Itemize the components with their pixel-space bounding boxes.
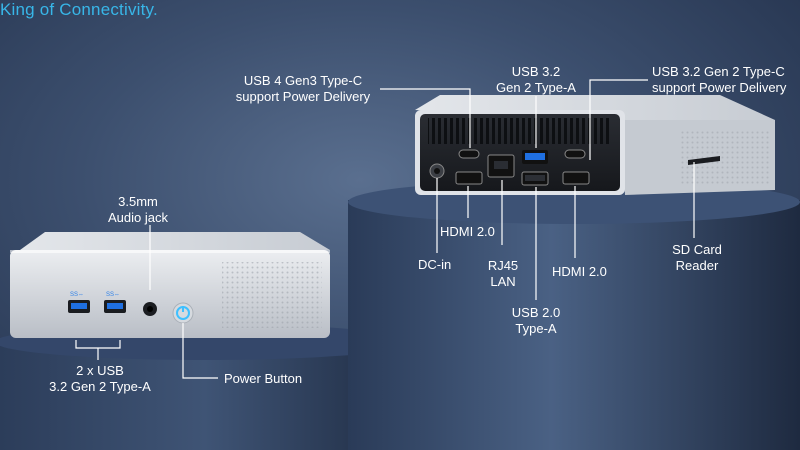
usb-port-icon: SS⇔ bbox=[68, 292, 90, 313]
usb-front-label-line1: 2 x USB bbox=[76, 363, 124, 378]
usb32c-label: USB 3.2 Gen 2 Type-C support Power Deliv… bbox=[652, 64, 800, 96]
usb32a-label: USB 3.2 Gen 2 Type-A bbox=[486, 64, 586, 96]
sd-card-label-line1: SD Card bbox=[672, 242, 722, 257]
headline: King of Connectivity. bbox=[0, 0, 158, 19]
hdmi-right-label: HDMI 2.0 bbox=[552, 264, 607, 279]
audio-jack-label-line2: Audio jack bbox=[108, 210, 168, 225]
usb-c-port-icon bbox=[564, 149, 586, 159]
usb-port-icon bbox=[522, 150, 548, 164]
rj45-port-icon bbox=[487, 154, 515, 178]
usb-port-icon: SS⇔ bbox=[104, 292, 126, 313]
right-pedestal bbox=[348, 180, 800, 450]
callout-lines bbox=[75, 79, 695, 379]
usb4-label-line2: support Power Delivery bbox=[235, 89, 371, 104]
rj45-label: RJ45 LAN bbox=[478, 258, 528, 290]
usb20-label-line2: Type-A bbox=[515, 321, 557, 336]
left-pedestal bbox=[0, 324, 415, 450]
usb32c-label-line1: USB 3.2 Gen 2 Type-C bbox=[652, 64, 785, 79]
svg-text:SS⇔: SS⇔ bbox=[70, 292, 84, 298]
hdmi-left-label: HDMI 2.0 bbox=[440, 224, 495, 239]
usb-front-label: 2 x USB 3.2 Gen 2 Type-A bbox=[30, 363, 170, 395]
usb32a-label-line1: USB 3.2 bbox=[511, 64, 561, 79]
usb4-label: USB 4 Gen3 Type-C support Power Delivery bbox=[226, 73, 380, 105]
power-button-icon bbox=[172, 302, 194, 324]
hdmi-port-icon bbox=[562, 171, 590, 185]
power-button-label: Power Button bbox=[224, 371, 303, 386]
sd-slot-icon bbox=[688, 156, 720, 165]
rj45-label-line2: LAN bbox=[490, 274, 516, 289]
usb20-label-line1: USB 2.0 bbox=[511, 305, 561, 320]
front-mini-pc: SS⇔ SS⇔ bbox=[10, 232, 330, 338]
usb-port-icon bbox=[521, 171, 549, 186]
usb32a-label-line2: Gen 2 Type-A bbox=[496, 80, 576, 95]
audio-jack-label-line1: 3.5mm bbox=[118, 194, 158, 209]
back-mini-pc bbox=[415, 95, 775, 195]
rj45-label-line1: RJ45 bbox=[487, 258, 519, 273]
audio-jack-icon bbox=[143, 302, 157, 316]
audio-jack-label: 3.5mm Audio jack bbox=[98, 194, 178, 226]
sd-card-label-line2: Reader bbox=[675, 258, 719, 273]
dc-in-label: DC-in bbox=[418, 257, 452, 272]
svg-text:SS⇔: SS⇔ bbox=[106, 292, 120, 298]
sd-card-label: SD Card Reader bbox=[662, 242, 732, 274]
usb-front-label-line2: 3.2 Gen 2 Type-A bbox=[49, 379, 151, 394]
usb32c-label-line2: support Power Delivery bbox=[652, 80, 787, 95]
dc-in-icon bbox=[429, 163, 445, 179]
usb4-label-line1: USB 4 Gen3 Type-C bbox=[243, 73, 363, 88]
usb-c-port-icon bbox=[458, 149, 480, 159]
hdmi-port-icon bbox=[455, 171, 483, 185]
usb20-label: USB 2.0 Type-A bbox=[500, 305, 572, 337]
